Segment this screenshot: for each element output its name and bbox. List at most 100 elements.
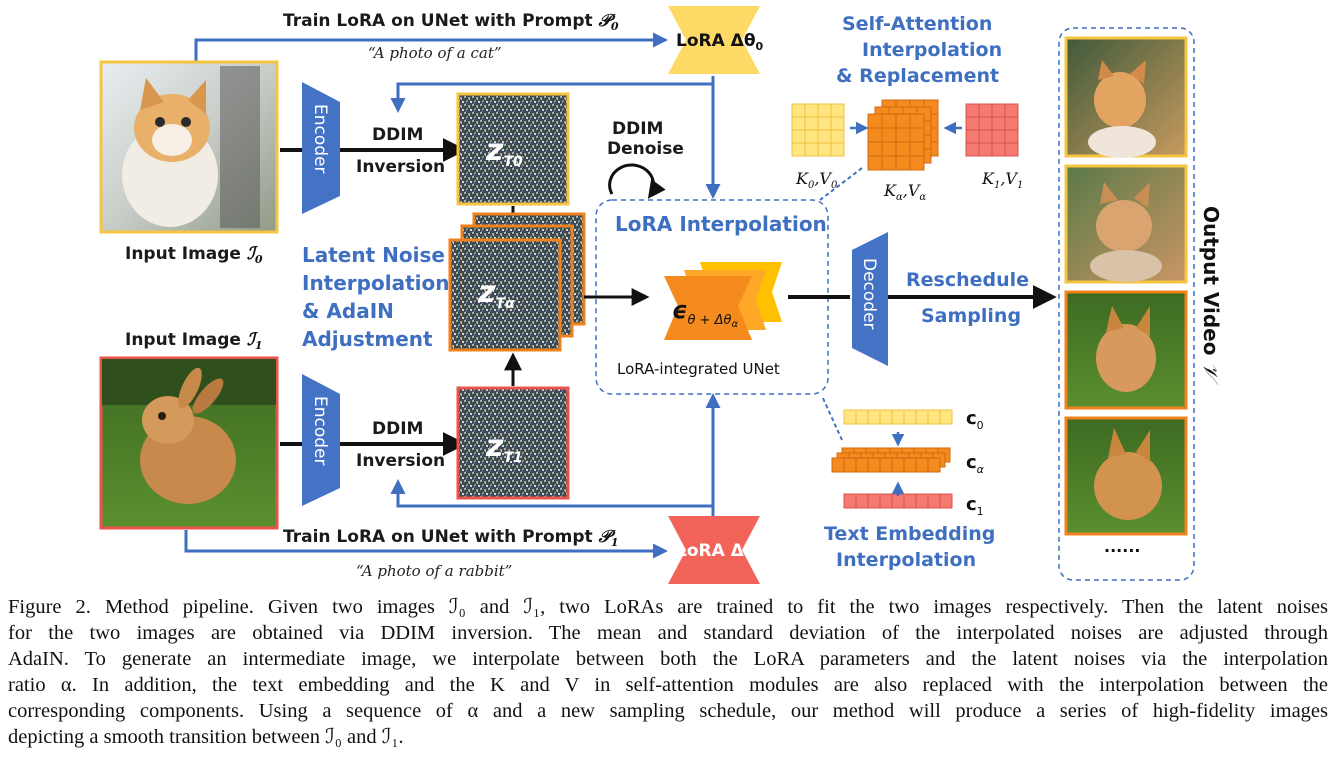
embedding-cell [855,457,869,473]
method-pipeline-diagram: Train LoRA on UNet with Prompt 𝒫0 “A pho… [99,6,1223,584]
embedding-cell [831,457,845,473]
grid-cell [965,116,980,131]
grid-cell [791,142,806,157]
embedding-cell [843,409,857,425]
reschedule-2: Sampling [921,305,1021,327]
embedding-cell [927,457,941,473]
grid-cell [867,127,883,143]
grid-cell [804,142,819,157]
kv0-grid [791,103,845,157]
top-train-arrow [194,32,668,62]
text-embedding-rows [831,409,953,509]
grid-cell [817,116,832,131]
output-frame-1 [1064,36,1188,158]
svg-text:& AdaIN: & AdaIN [302,299,394,323]
latent-noise-0: zT0 [456,92,570,206]
embedding-cell [939,493,953,509]
top-train-label: Train LoRA on UNet with Prompt 𝒫0 [283,11,619,33]
caption-line-3: AdaIN. To generate an intermediate image… [8,648,1328,670]
embedding-cell [843,457,857,473]
input-image-0-label: Input Image ℐ0 [125,244,263,266]
lora-interp-box [595,199,829,395]
svg-text:Adjustment: Adjustment [302,327,433,351]
ddim-top-2: Inversion [356,157,445,177]
top-prompt: “A photo of a cat” [368,44,502,62]
embedding-cell [903,457,917,473]
ddim-bottom-2: Inversion [356,451,445,471]
embedding-cell [879,457,893,473]
grid-cell [909,141,925,157]
caption-line-6: depicting a smooth transition between ℐ₀… [8,726,404,748]
lora1-block: LoRA Δθ1 [668,516,763,584]
kv1-label: K1,V1 [981,169,1023,191]
lora1-label: LoRA Δθ1 [676,541,763,563]
ddim-denoise-2: Denoise [607,139,684,159]
embedding-cell [855,409,869,425]
grid-cell [817,129,832,144]
grid-cell [791,103,806,118]
grid-cell [830,129,845,144]
output-ellipsis: ...... [1104,537,1140,556]
embedding-cell [891,493,905,509]
grid-cell [791,116,806,131]
embedding-cell [927,493,941,509]
eps-symbol: ϵθ + Δθα [672,296,738,330]
output-frame-4 [1064,416,1188,536]
grid-cell [965,142,980,157]
grid-cell [965,129,980,144]
grid-cell [830,116,845,131]
grid-cell [867,113,883,129]
embedding-cell [915,493,929,509]
lora0-label: LoRA Δθ0 [676,31,764,53]
decoder-block: Decoder [852,232,888,366]
grid-cell [1004,142,1019,157]
latent-noise-alpha-stack: zTα [448,212,586,352]
embedding-cell [843,493,857,509]
embedding-cell [891,409,905,425]
grid-cell [817,103,832,118]
embedding-cell [855,493,869,509]
svg-text:& Replacement: & Replacement [836,65,999,87]
grid-cell [991,129,1006,144]
grid-cell [895,113,911,129]
lora-interp-title: LoRA Interpolation [615,212,827,236]
output-frame-3 [1064,290,1188,410]
grid-cell [978,116,993,131]
ddim-denoise-1: DDIM [612,119,663,139]
svg-text:Interpolation: Interpolation [302,271,449,295]
grid-cell [791,129,806,144]
cA-label: cα [966,452,985,476]
emb-dashed-link [821,395,843,441]
output-video-label: Output Video 𝒱 [1199,206,1223,385]
caption-line-1: Figure 2. Method pipeline. Given two ima… [8,596,1328,618]
caption-line-2: for the two images are obtained via DDIM… [8,622,1328,644]
input-image-1 [99,356,279,530]
embedding-cell [867,409,881,425]
attn-dashed-link [819,167,863,201]
grid-cell [991,142,1006,157]
kvA-label: Kα,Vα [883,181,926,203]
bottom-train-label: Train LoRA on UNet with Prompt 𝒫1 [283,527,618,549]
grid-cell [830,103,845,118]
lora0-block: LoRA Δθ0 [668,6,764,74]
figure-caption: Figure 2. Method pipeline. Given two ima… [8,594,1328,750]
unet-block: ϵθ + Δθα [664,262,782,340]
self-attn-label: Self-Attention Interpolation & Replaceme… [836,13,1002,87]
grid-cell [867,141,883,157]
latent-interp-label: Latent Noise Interpolation & AdaIN Adjus… [302,243,449,351]
encoder-bottom-label: Encoder [310,396,330,466]
bottom-train-arrow [184,530,668,559]
latentA-symbol: zTα [477,275,515,312]
grid-cell [1004,116,1019,131]
encoder-bottom: Encoder [302,374,340,506]
grid-cell [909,127,925,143]
output-video-box [1058,27,1195,581]
grid-cell [909,155,925,171]
embedding-cell [867,493,881,509]
embedding-cell [915,457,929,473]
input-image-1-label: Input Image ℐ1 [125,330,263,352]
grid-cell [991,116,1006,131]
grid-cell [895,155,911,171]
grid-cell [978,142,993,157]
ddim-top-1: DDIM [372,125,423,145]
